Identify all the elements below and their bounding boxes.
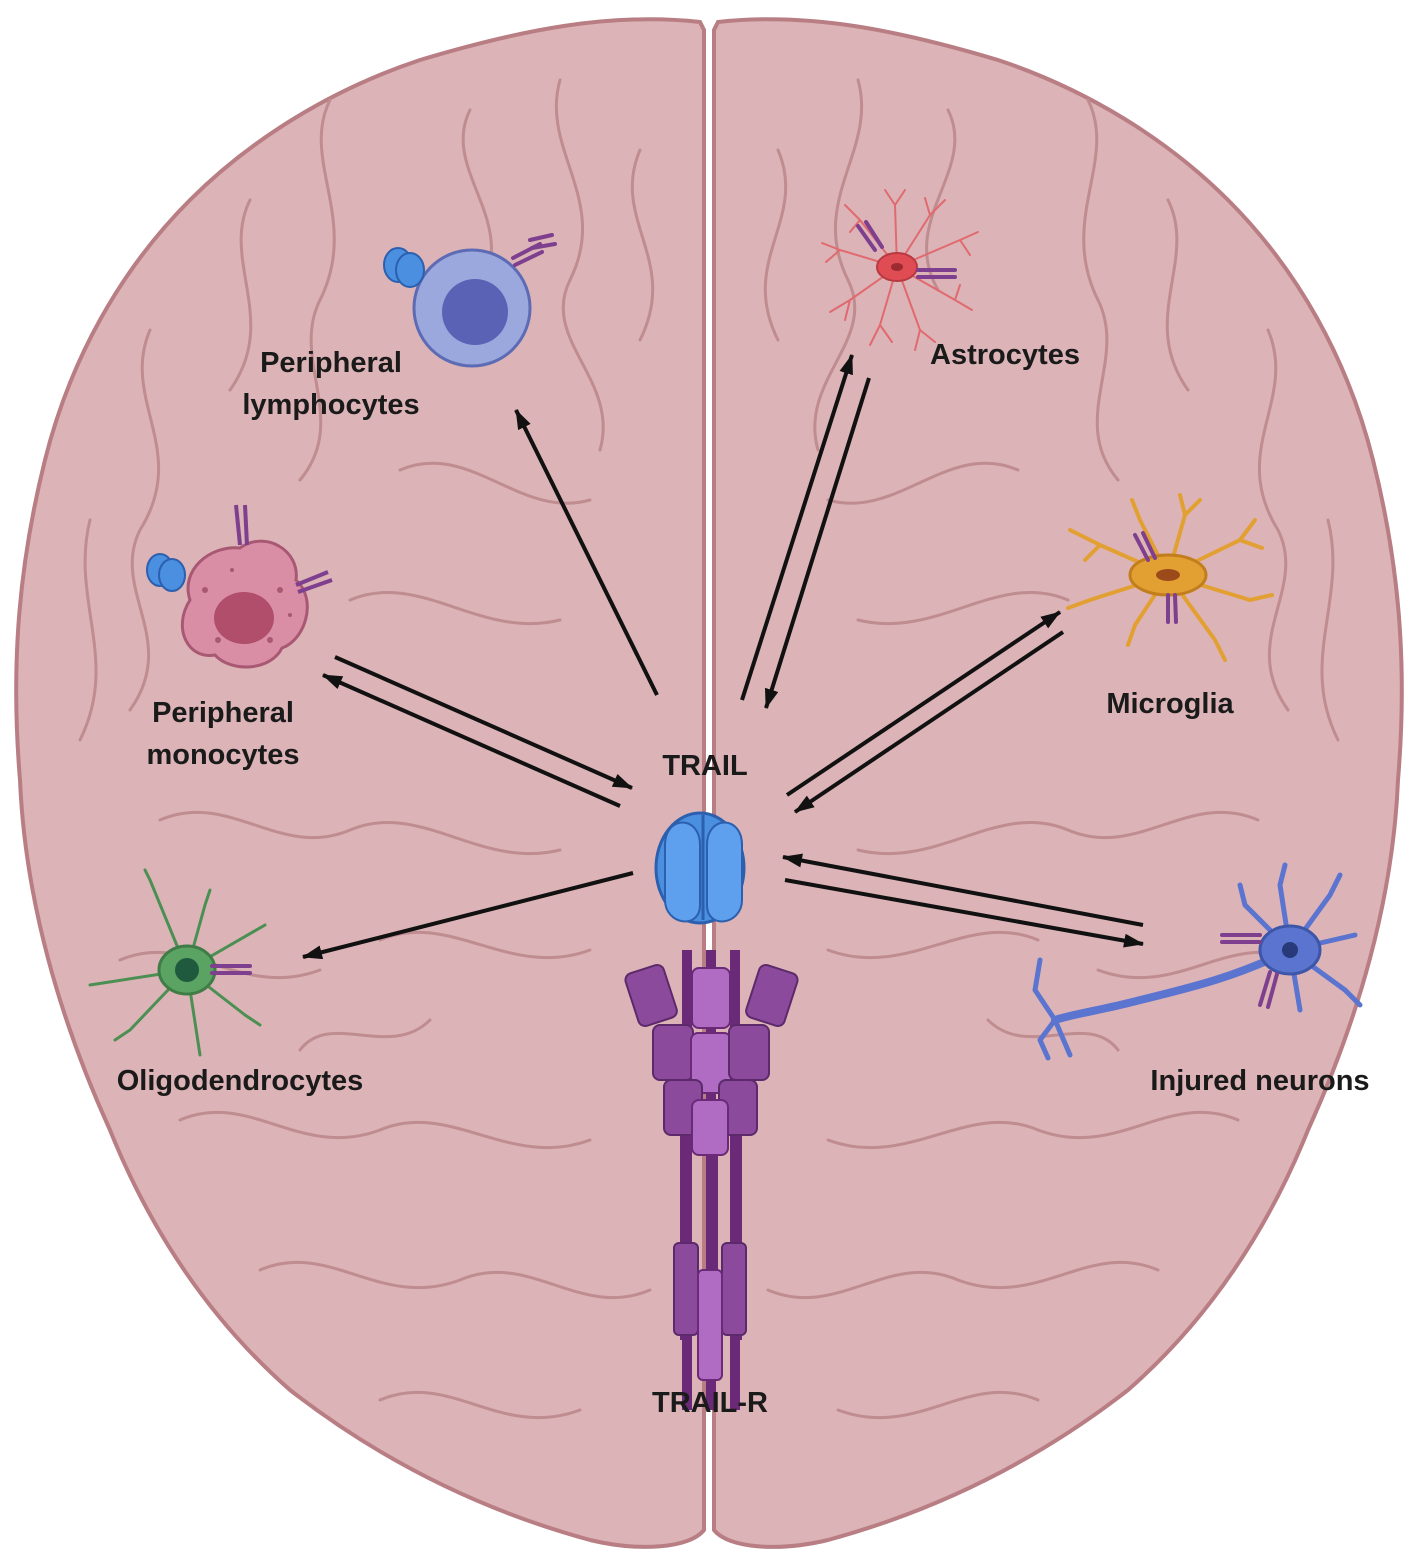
arrow-monocytes-to-trail (334, 655, 633, 790)
brain-sulci (78, 78, 1340, 1420)
label-peripheral-lymphocytes-line2: lymphocytes (242, 389, 420, 421)
trail-ligand-small-icon (383, 247, 425, 288)
trail-receptor-icon (624, 950, 799, 1410)
label-peripheral-lymphocytes: Peripheral lymphocytes (216, 342, 446, 426)
arrow-trail-to-microglia (785, 610, 1062, 797)
label-astrocytes: Astrocytes (930, 339, 1080, 371)
trail-receptor-small-icon (856, 220, 957, 279)
injured-neuron-cell-icon (1032, 862, 1363, 1061)
label-peripheral-monocytes-line2: monocytes (146, 739, 300, 771)
trail-ligand-small-icon (146, 553, 186, 592)
arrow-microglia-to-trail (793, 630, 1065, 814)
trail-receptor-small-icon (210, 964, 252, 975)
label-oligodendrocytes: Oligodendrocytes (116, 1065, 364, 1097)
astrocyte-cell-icon (821, 189, 979, 351)
label-peripheral-lymphocytes-line1: Peripheral (260, 347, 402, 379)
label-microglia: Microglia (1106, 688, 1234, 720)
brain-outline-icon (14, 17, 1404, 1549)
label-peripheral-monocytes-line1: Peripheral (152, 697, 294, 729)
arrow-neurons-to-trail (782, 853, 1144, 927)
trail-receptor-small-icon (1133, 531, 1178, 624)
monocyte-cell-icon (146, 504, 333, 669)
right-hemisphere (712, 17, 1404, 1549)
arrow-trail-to-oligodendrocytes (302, 871, 634, 960)
label-peripheral-monocytes: Peripheral monocytes (108, 692, 338, 776)
arrow-trail-to-monocytes (322, 673, 621, 808)
microglia-cell-icon (1066, 493, 1274, 662)
label-injured-neurons: Injured neurons (1150, 1065, 1370, 1097)
arrow-trail-to-neurons (784, 878, 1144, 948)
arrow-trail-to-astrocytes (740, 354, 854, 701)
left-hemisphere (14, 17, 706, 1549)
arrows (302, 354, 1144, 960)
arrow-trail-to-lymphocytes (514, 409, 659, 696)
lymphocyte-cell-icon (383, 233, 557, 368)
oligodendrocyte-cell-icon (88, 868, 267, 1057)
trail-receptor-small-icon (511, 233, 557, 267)
trail-receptor-small-icon (234, 504, 333, 594)
arrow-astrocytes-to-trail (764, 377, 871, 709)
trail-trimer-icon (654, 811, 746, 925)
label-trail-r: TRAIL-R (652, 1387, 768, 1419)
trail-receptor-small-icon (1220, 933, 1279, 1009)
label-trail: TRAIL (662, 750, 748, 782)
